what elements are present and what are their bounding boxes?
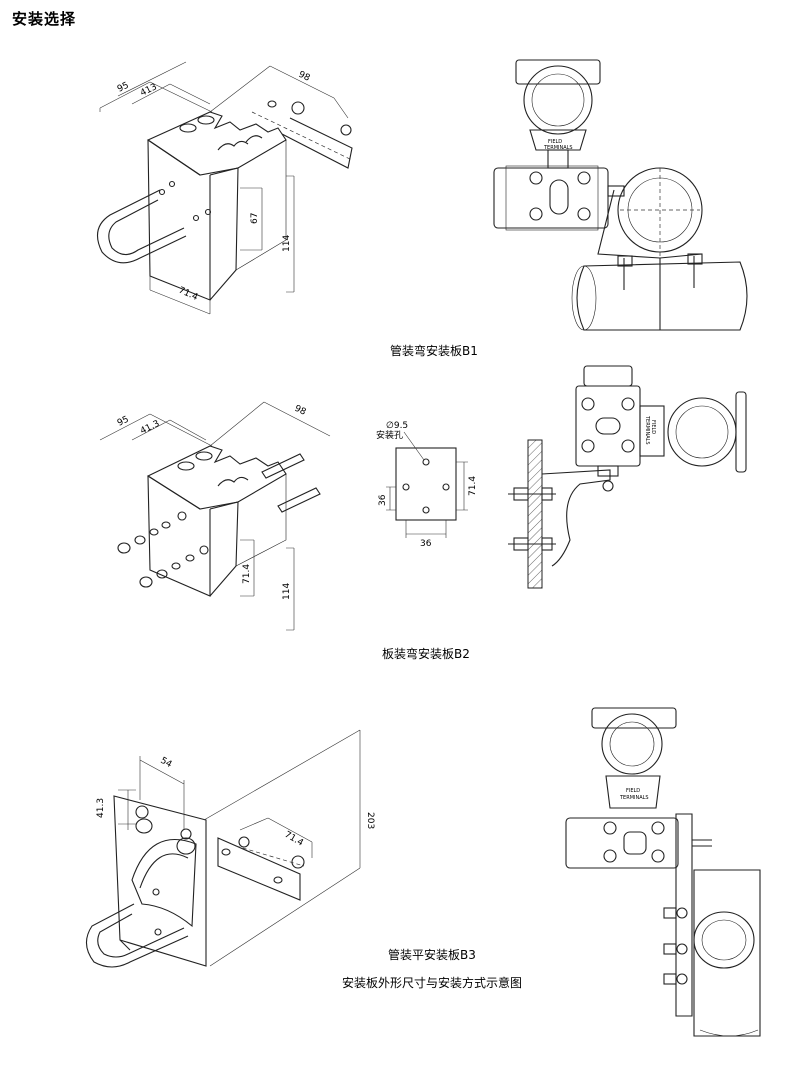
b1-terminals-label-1: FIELD	[548, 139, 562, 145]
b1-bracket-drawing	[96, 61, 353, 315]
caption-b2: 板装弯安装板B2	[382, 647, 470, 661]
b2-dim-98: 98	[293, 404, 308, 418]
b1-transmitter-on-pipe: FIELD TERMINALS	[493, 59, 748, 331]
b3-dim-714: 71.4	[283, 830, 306, 849]
b2-plate-dim-714: 71.4	[468, 476, 478, 496]
b2-dim-714: 71.4	[242, 564, 252, 584]
b3-dim-203: 203	[365, 812, 375, 829]
b3-terminals-label-1: FIELD	[626, 788, 640, 794]
b1-terminals-label-2: TERMINALS	[543, 145, 573, 151]
b3-transmitter-on-pipe: FIELD TERMINALS	[565, 707, 761, 1037]
caption-b3: 管装平安装板B3	[388, 948, 476, 962]
b3-terminals-label-2: TERMINALS	[619, 795, 649, 801]
b2-plate-dim-36v: 36	[378, 494, 388, 506]
b1-dim-98: 98	[297, 70, 312, 84]
b2-plate-dim-36h: 36	[420, 539, 432, 549]
b2-dim-413: 41.3	[139, 419, 161, 437]
b1-dim-67: 67	[250, 213, 260, 224]
b2-dim-95: 95	[116, 415, 131, 429]
caption-summary: 安装板外形尺寸与安装方式示意图	[342, 976, 523, 990]
b3-dim-54: 54	[159, 756, 174, 770]
b2-dim-114: 114	[282, 583, 292, 600]
b1-dim-95: 95	[116, 81, 131, 95]
b2-transmitter-on-panel: FIELD TERMINALS	[508, 365, 747, 589]
b2-terminals-label-2: TERMINALS	[644, 415, 650, 445]
b2-plate-hole-label: 安装孔	[376, 429, 403, 441]
b1-dim-714: 71.4	[177, 286, 200, 303]
b2-bracket-drawing	[99, 401, 331, 631]
b3-dim-413: 41.3	[96, 798, 106, 818]
b1-dim-114: 114	[282, 235, 292, 252]
b2-terminals-label-1: FIELD	[650, 420, 656, 434]
page-title: 安装选择	[12, 10, 77, 28]
caption-b1: 管装弯安装板B1	[390, 344, 478, 358]
b3-bracket-drawing	[85, 729, 361, 968]
b2-plate-hole-size: ∅9.5	[386, 421, 408, 431]
b2-plate-hole-layout	[386, 431, 468, 538]
